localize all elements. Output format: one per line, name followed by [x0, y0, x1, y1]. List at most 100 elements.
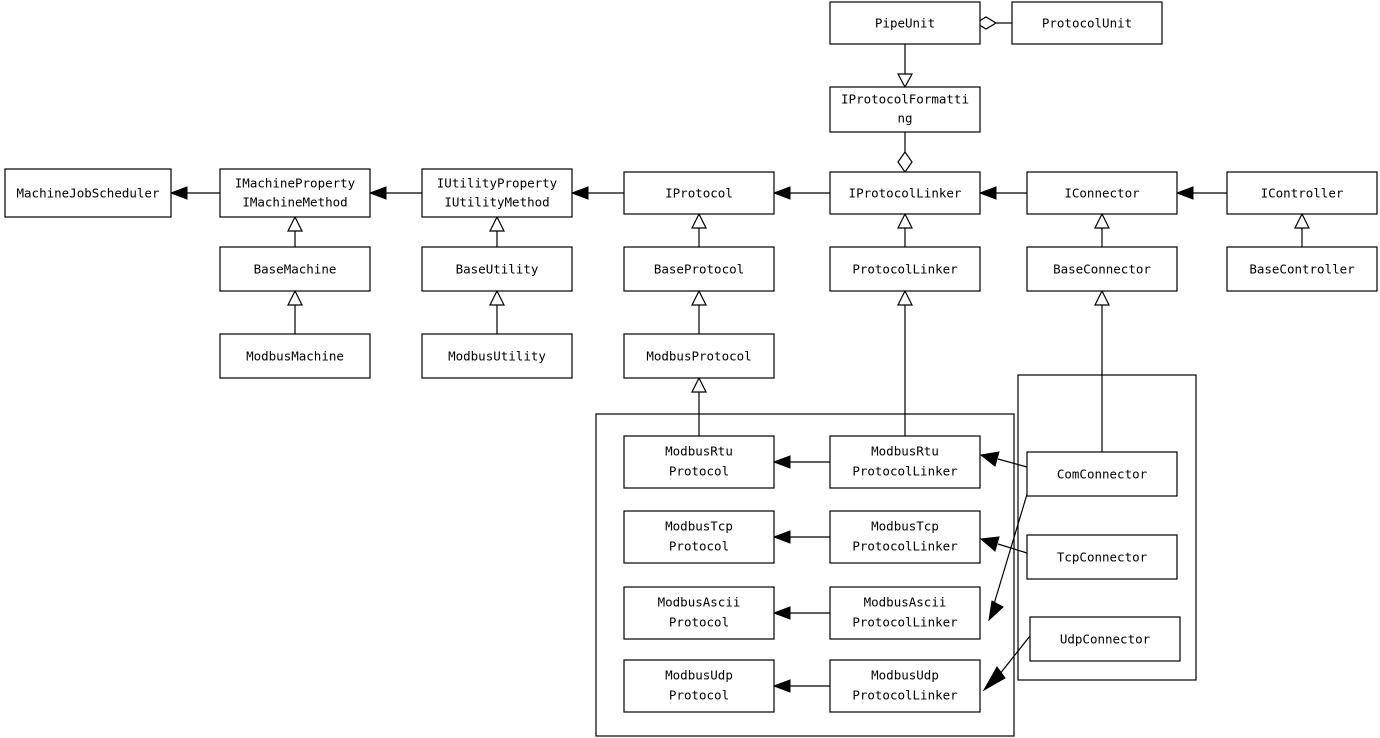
- class-label-modbusudpprotocollinker-line1: ModbusUdp: [871, 668, 939, 683]
- class-label-baseutility: BaseUtility: [456, 262, 539, 277]
- class-label-protocolunit: ProtocolUnit: [1042, 16, 1132, 31]
- class-label-basecontroller: BaseController: [1249, 262, 1355, 277]
- class-node-baseconnector[interactable]: BaseConnector: [1026, 246, 1178, 292]
- class-node-modbustcpprotocol[interactable]: ModbusTcp Protocol: [623, 510, 775, 564]
- class-label-pipeunit: PipeUnit: [875, 16, 935, 31]
- realization-arrow-iprotocol: [691, 212, 707, 229]
- class-label-tcpconnector: TcpConnector: [1057, 550, 1148, 565]
- class-node-modbusasciiprotocol[interactable]: ModbusAscii Protocol: [623, 586, 775, 640]
- class-node-basecontroller[interactable]: BaseController: [1226, 246, 1378, 292]
- class-label-modbusmachine: ModbusMachine: [246, 349, 344, 364]
- class-label-modbustcpprotocollinker-line1: ModbusTcp: [871, 519, 939, 534]
- arrowhead-iprotocollinker: [978, 186, 997, 200]
- class-label-machinejobscheduler: MachineJobScheduler: [17, 186, 160, 201]
- class-label-imachineproperty-line1: IMachineProperty: [235, 176, 356, 191]
- arrowhead-udplinker-from-udp: [982, 666, 1006, 692]
- arrowhead-machinejobscheduler: [169, 186, 188, 200]
- class-node-iprotocollinker[interactable]: IProtocolLinker: [829, 171, 981, 215]
- class-label-iprotocolformatting-line1: IProtocolFormatti: [841, 92, 969, 107]
- realization-arrow-iprotocolformatting: [896, 73, 914, 89]
- inheritance-arrow-protocollinker: [897, 289, 913, 306]
- class-label-modbusutility: ModbusUtility: [448, 349, 546, 364]
- arrowhead-tcplinker-from-tcp: [979, 536, 1000, 552]
- class-node-modbusudpprotocol[interactable]: ModbusUdp Protocol: [623, 659, 775, 713]
- inheritance-arrow-baseutility: [489, 289, 505, 306]
- class-label-modbusrtuprotocol-line2: Protocol: [669, 464, 729, 479]
- inheritance-arrow-basemachine: [287, 289, 303, 306]
- connector-group: [1017, 374, 1197, 681]
- aggregation-diamond-iprotocollinker: [897, 150, 913, 174]
- class-node-basemachine[interactable]: BaseMachine: [219, 246, 371, 292]
- class-label-modbustcpprotocol-line1: ModbusTcp: [665, 519, 733, 534]
- class-node-tcpconnector[interactable]: TcpConnector: [1026, 534, 1178, 580]
- class-label-imachineproperty-line2: IMachineMethod: [242, 195, 347, 210]
- class-node-iconnector[interactable]: IConnector: [1026, 171, 1178, 215]
- class-node-comconnector[interactable]: ComConnector: [1026, 451, 1178, 497]
- class-label-protocollinker: ProtocolLinker: [852, 262, 958, 277]
- class-node-udpconnector[interactable]: UdpConnector: [1029, 616, 1181, 662]
- class-label-modbusrtuprotocollinker-line2: ProtocolLinker: [852, 464, 958, 479]
- class-node-modbusprotocol[interactable]: ModbusProtocol: [623, 333, 775, 379]
- class-label-udpconnector: UdpConnector: [1060, 632, 1151, 647]
- class-node-machinejobscheduler[interactable]: MachineJobScheduler: [4, 168, 172, 218]
- edge-tcpconnector-tcplinker: [997, 543, 1028, 554]
- class-node-iprotocol[interactable]: IProtocol: [623, 171, 775, 215]
- class-node-protocolunit[interactable]: ProtocolUnit: [1011, 1, 1163, 45]
- arrowhead-modbusasciiprotocol: [772, 606, 791, 620]
- arrowhead-rtulinker-from-com: [979, 451, 1000, 467]
- class-label-iutilityproperty-line2: IUtilityMethod: [444, 195, 549, 210]
- inheritance-arrow-baseprotocol: [691, 289, 707, 306]
- class-node-modbusutility[interactable]: ModbusUtility: [421, 333, 573, 379]
- class-label-iconnector: IConnector: [1064, 186, 1140, 201]
- class-node-baseutility[interactable]: BaseUtility: [421, 246, 573, 292]
- arrowhead-asciilinker-from-com: [988, 600, 1004, 622]
- class-node-icontroller[interactable]: IController: [1226, 171, 1378, 215]
- class-label-icontroller: IController: [1261, 186, 1344, 201]
- class-node-modbusudpprotocollinker[interactable]: ModbusUdp ProtocolLinker: [829, 659, 981, 713]
- class-label-modbustcpprotocollinker-line2: ProtocolLinker: [852, 539, 958, 554]
- class-label-iprotocol: IProtocol: [665, 186, 733, 201]
- class-label-modbusasciiprotocollinker-line1: ModbusAscii: [864, 595, 947, 610]
- edge-comconnector-asciilinker: [993, 480, 1032, 605]
- class-label-baseprotocol: BaseProtocol: [654, 262, 744, 277]
- class-label-iprotocollinker: IProtocolLinker: [849, 186, 962, 201]
- class-node-modbusrtuprotocol[interactable]: ModbusRtu Protocol: [623, 435, 775, 489]
- class-node-iutilityproperty[interactable]: IUtilityProperty IUtilityMethod: [421, 168, 573, 218]
- class-label-comconnector: ComConnector: [1057, 467, 1148, 482]
- class-label-modbusudpprotocollinker-line2: ProtocolLinker: [852, 688, 958, 703]
- class-label-iprotocolformatting-line2: ng: [897, 111, 912, 126]
- realization-arrow-iconnector: [1094, 212, 1110, 229]
- class-label-modbusasciiprotocol-line2: Protocol: [669, 615, 729, 630]
- class-label-baseconnector: BaseConnector: [1053, 262, 1151, 277]
- class-node-pipeunit[interactable]: PipeUnit: [829, 1, 981, 45]
- arrowhead-modbusudpprotocol: [772, 679, 791, 693]
- class-node-iprotocolformatting[interactable]: IProtocolFormatti ng: [829, 86, 981, 133]
- class-node-modbusrtuprotocollinker[interactable]: ModbusRtu ProtocolLinker: [829, 435, 981, 489]
- arrowhead-iprotocol: [772, 186, 791, 200]
- edge-comconnector-rtulinker: [997, 458, 1028, 468]
- arrowhead-imachineproperty: [368, 186, 387, 200]
- arrowhead-modbustcpprotocol: [772, 530, 791, 544]
- arrowhead-iconnector: [1175, 186, 1194, 200]
- class-label-modbusasciiprotocol-line1: ModbusAscii: [658, 595, 741, 610]
- edge-udpconnector-udplinker: [998, 635, 1031, 676]
- class-label-basemachine: BaseMachine: [254, 262, 337, 277]
- inheritance-arrow-modbusprotocol: [691, 376, 707, 393]
- class-label-modbusrtuprotocol-line1: ModbusRtu: [665, 444, 733, 459]
- class-node-modbusasciiprotocollinker[interactable]: ModbusAscii ProtocolLinker: [829, 586, 981, 640]
- arrowhead-iutilityproperty: [570, 186, 589, 200]
- modbus-protocol-group: [595, 413, 1015, 737]
- class-node-protocollinker[interactable]: ProtocolLinker: [829, 246, 981, 292]
- realization-arrow-icontroller: [1294, 212, 1310, 229]
- class-node-imachineproperty[interactable]: IMachineProperty IMachineMethod: [219, 168, 371, 218]
- class-label-modbusprotocol: ModbusProtocol: [646, 349, 751, 364]
- class-node-baseprotocol[interactable]: BaseProtocol: [623, 246, 775, 292]
- class-node-modbusmachine[interactable]: ModbusMachine: [219, 333, 371, 379]
- class-label-iutilityproperty-line1: IUtilityProperty: [437, 176, 558, 191]
- class-label-modbusudpprotocol-line2: Protocol: [669, 688, 729, 703]
- class-node-modbustcpprotocollinker[interactable]: ModbusTcp ProtocolLinker: [829, 510, 981, 564]
- realization-arrow-imachineproperty: [287, 215, 303, 232]
- class-label-modbustcpprotocol-line2: Protocol: [669, 539, 729, 554]
